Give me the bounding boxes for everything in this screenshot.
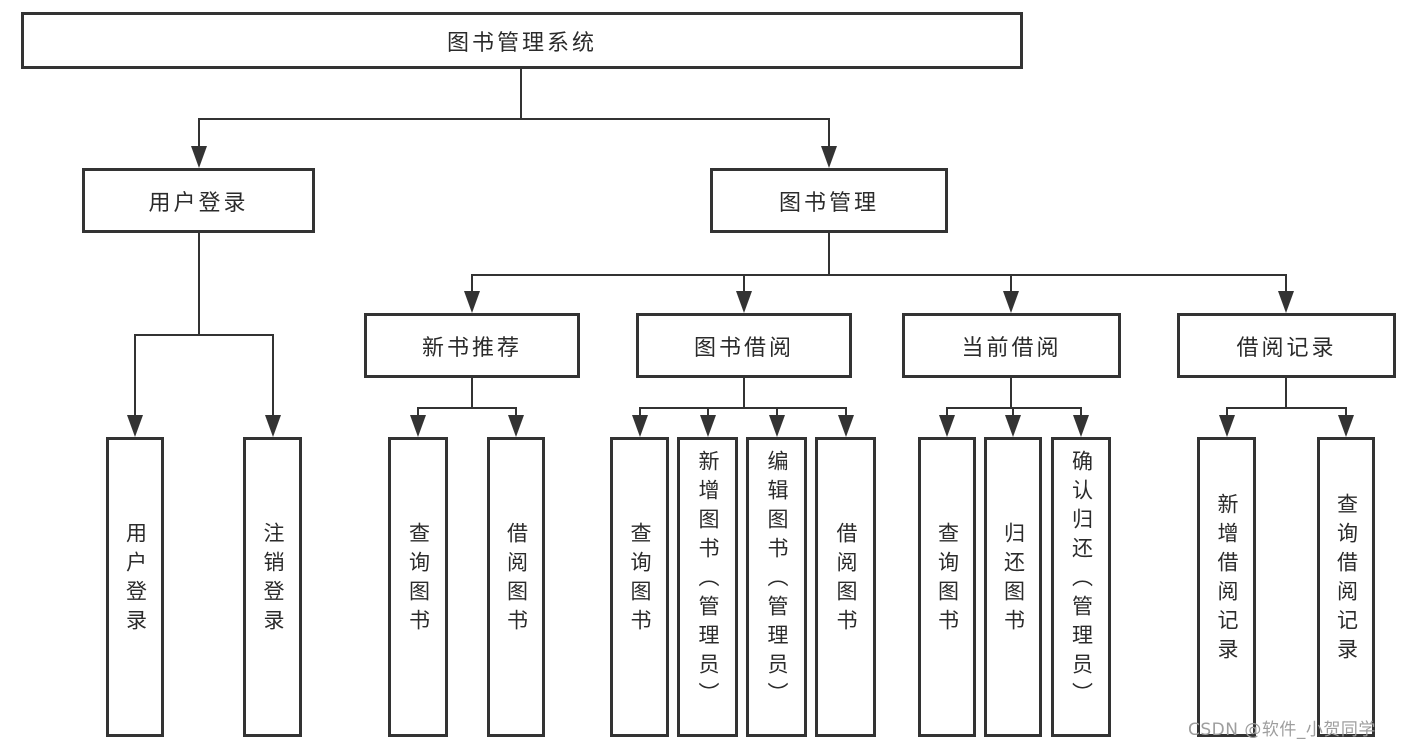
node-borrow-records: 借阅记录: [1177, 313, 1396, 378]
connector-arrowhead: [1073, 415, 1089, 437]
connector-vertical: [776, 407, 778, 419]
leaf-query-book: 查询图书: [610, 437, 669, 737]
connector-arrowhead: [1338, 415, 1354, 437]
connector-arrowhead: [191, 146, 207, 168]
connector-arrowhead: [464, 291, 480, 313]
leaf-confirm-return-admin: 确认归还（管理员）: [1051, 437, 1111, 737]
connector-vertical: [272, 334, 274, 419]
leaf-logout: 注销登录: [243, 437, 302, 737]
connector-vertical: [471, 378, 473, 409]
leaf-borrow-book: 借阅图书: [487, 437, 545, 737]
connector-vertical: [1285, 274, 1287, 293]
connector-horizontal: [639, 407, 847, 409]
connector-arrowhead: [127, 415, 143, 437]
connector-arrowhead: [1219, 415, 1235, 437]
connector-vertical: [1226, 407, 1228, 419]
connector-vertical: [198, 233, 200, 336]
connector-vertical: [946, 407, 948, 419]
leaf-edit-book-admin: 编辑图书（管理员）: [746, 437, 807, 737]
leaf-return-book: 归还图书: [984, 437, 1042, 737]
connector-vertical: [520, 69, 522, 119]
connector-arrowhead: [508, 415, 524, 437]
leaf-query-borrow-record: 查询借阅记录: [1317, 437, 1375, 737]
leaf-add-borrow-record: 新增借阅记录: [1197, 437, 1256, 737]
leaf-add-book-admin: 新增图书（管理员）: [677, 437, 738, 737]
connector-vertical: [828, 118, 830, 148]
connector-vertical: [515, 407, 517, 419]
watermark-text: CSDN @软件_小贺同学: [1188, 720, 1376, 740]
leaf-user-login: 用户登录: [106, 437, 164, 737]
connector-arrowhead: [265, 415, 281, 437]
connector-horizontal: [417, 407, 517, 409]
connector-horizontal: [946, 407, 1082, 409]
connector-vertical: [1010, 274, 1012, 293]
connector-arrowhead: [1003, 291, 1019, 313]
connector-arrowhead: [821, 146, 837, 168]
node-user-login: 用户登录: [82, 168, 315, 233]
connector-arrowhead: [1278, 291, 1294, 313]
connector-vertical: [828, 233, 830, 276]
connector-arrowhead: [838, 415, 854, 437]
connector-vertical: [1010, 378, 1012, 409]
node-book-borrowing: 图书借阅: [636, 313, 852, 378]
connector-vertical: [1012, 407, 1014, 419]
connector-vertical: [707, 407, 709, 419]
connector-vertical: [639, 407, 641, 419]
connector-vertical: [1345, 407, 1347, 419]
connector-vertical: [845, 407, 847, 419]
connector-vertical: [743, 274, 745, 293]
node-library-system: 图书管理系统: [21, 12, 1023, 69]
connector-horizontal: [1226, 407, 1347, 409]
connector-vertical: [417, 407, 419, 419]
leaf-borrow-book: 借阅图书: [815, 437, 876, 737]
connector-vertical: [743, 378, 745, 409]
connector-arrowhead: [410, 415, 426, 437]
node-book-management: 图书管理: [710, 168, 948, 233]
connector-horizontal: [471, 274, 1287, 276]
node-current-borrowing: 当前借阅: [902, 313, 1121, 378]
connector-horizontal: [198, 118, 830, 120]
connector-arrowhead: [700, 415, 716, 437]
node-new-book-recommend: 新书推荐: [364, 313, 580, 378]
leaf-query-book: 查询图书: [918, 437, 976, 737]
connector-arrowhead: [632, 415, 648, 437]
connector-vertical: [1285, 378, 1287, 409]
connector-vertical: [471, 274, 473, 293]
connector-arrowhead: [769, 415, 785, 437]
connector-arrowhead: [1005, 415, 1021, 437]
leaf-query-book: 查询图书: [388, 437, 448, 737]
connector-arrowhead: [736, 291, 752, 313]
connector-arrowhead: [939, 415, 955, 437]
connector-horizontal: [134, 334, 274, 336]
connector-vertical: [134, 334, 136, 419]
connector-vertical: [1080, 407, 1082, 419]
connector-vertical: [198, 118, 200, 148]
